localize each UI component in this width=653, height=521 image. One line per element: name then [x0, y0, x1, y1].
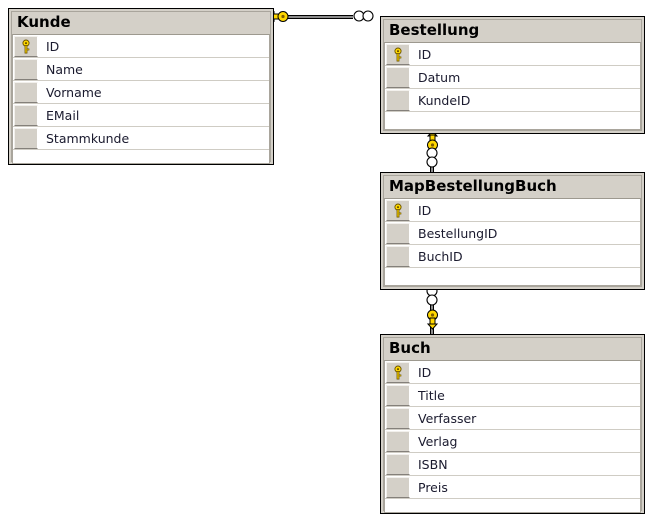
table-kunde-fields: ID Name Vorname EMail Stammkunde	[12, 34, 270, 164]
row-selector-cell[interactable]	[386, 246, 410, 267]
table-row[interactable]: Verfasser	[385, 407, 640, 430]
relationship-endpoint-infinity-bestellung	[353, 10, 374, 22]
table-row[interactable]: ID	[13, 35, 269, 58]
row-selector-cell[interactable]	[386, 385, 410, 406]
primary-key-icon	[386, 44, 410, 65]
table-row[interactable]: Preis	[385, 476, 640, 499]
table-mapbestellungbuch-fields: ID BestellungID BuchID	[384, 198, 641, 286]
field-label: Name	[46, 62, 83, 77]
table-bestellung-title: Bestellung	[384, 20, 641, 42]
field-label: BuchID	[418, 249, 463, 264]
table-row[interactable]: Datum	[385, 66, 640, 89]
table-row[interactable]: Title	[385, 384, 640, 407]
table-row[interactable]: ISBN	[385, 453, 640, 476]
field-label: Datum	[418, 70, 461, 85]
field-label: Verfasser	[418, 411, 477, 426]
table-row-empty[interactable]	[13, 150, 269, 163]
table-row[interactable]: Verlag	[385, 430, 640, 453]
field-label: EMail	[46, 108, 80, 123]
field-label: Title	[418, 388, 445, 403]
row-selector-cell[interactable]	[386, 223, 410, 244]
field-label-empty	[409, 499, 640, 512]
table-row[interactable]: ID	[385, 199, 640, 222]
field-label: ID	[418, 47, 432, 62]
field-label: Verlag	[418, 434, 458, 449]
relationship-endpoint-infinity-map-top	[426, 147, 438, 168]
field-label-empty	[409, 112, 640, 129]
table-bestellung-fields: ID Datum KundeID	[384, 42, 641, 130]
relationship-endpoint-key-buch	[426, 309, 439, 330]
field-label: ISBN	[418, 457, 448, 472]
table-row[interactable]: Vorname	[13, 81, 269, 104]
row-selector-cell[interactable]	[385, 112, 409, 129]
table-row-empty[interactable]	[385, 499, 640, 512]
field-label-empty	[37, 150, 269, 163]
row-selector-cell[interactable]	[386, 67, 410, 88]
table-kunde[interactable]: Kunde ID Name	[8, 8, 274, 165]
table-mapbestellungbuch-title: MapBestellungBuch	[384, 176, 641, 198]
field-label: ID	[418, 203, 432, 218]
primary-key-icon	[386, 200, 410, 221]
field-label: Stammkunde	[46, 131, 130, 146]
field-label: Vorname	[46, 85, 102, 100]
field-label: Preis	[418, 480, 448, 495]
row-selector-cell[interactable]	[386, 454, 410, 475]
field-label: ID	[46, 39, 60, 54]
table-row[interactable]: ID	[385, 43, 640, 66]
table-row[interactable]: EMail	[13, 104, 269, 127]
field-label: ID	[418, 365, 432, 380]
row-selector-cell[interactable]	[386, 431, 410, 452]
table-kunde-title: Kunde	[12, 12, 270, 34]
field-label: BestellungID	[418, 226, 498, 241]
table-buch-title: Buch	[384, 338, 641, 360]
primary-key-icon	[386, 362, 410, 383]
row-selector-cell[interactable]	[386, 90, 410, 111]
table-row[interactable]: BuchID	[385, 245, 640, 268]
table-row[interactable]: KundeID	[385, 89, 640, 112]
table-mapbestellungbuch[interactable]: MapBestellungBuch ID Best	[380, 172, 645, 290]
row-selector-cell[interactable]	[385, 268, 409, 285]
row-selector-cell[interactable]	[14, 105, 38, 126]
primary-key-icon	[14, 36, 38, 57]
table-row[interactable]: Name	[13, 58, 269, 81]
table-buch[interactable]: Buch ID Title	[380, 334, 645, 514]
table-bestellung[interactable]: Bestellung ID Datum	[380, 16, 645, 134]
table-buch-fields: ID Title Verfasser Verlag ISBN	[384, 360, 641, 513]
table-row[interactable]: BestellungID	[385, 222, 640, 245]
row-selector-cell[interactable]	[14, 82, 38, 103]
field-label: KundeID	[418, 93, 471, 108]
table-row[interactable]: ID	[385, 361, 640, 384]
row-selector-cell[interactable]	[13, 150, 37, 163]
row-selector-cell[interactable]	[14, 59, 38, 80]
field-label-empty	[409, 268, 640, 285]
row-selector-cell[interactable]	[386, 408, 410, 429]
table-row-empty[interactable]	[385, 112, 640, 129]
row-selector-cell[interactable]	[385, 499, 409, 512]
relationship-line-kunde-bestellung[interactable]	[281, 15, 353, 19]
table-row-empty[interactable]	[385, 268, 640, 285]
row-selector-cell[interactable]	[14, 128, 38, 149]
row-selector-cell[interactable]	[386, 477, 410, 498]
table-row[interactable]: Stammkunde	[13, 127, 269, 150]
